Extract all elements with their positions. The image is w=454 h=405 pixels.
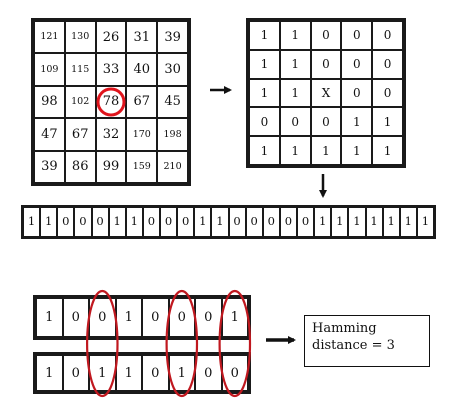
pixel-cell: 30	[158, 54, 187, 85]
code-bit-cell: 0	[161, 208, 177, 236]
binary-cell: 0	[373, 79, 402, 107]
pixel-cell: 40	[127, 54, 157, 85]
pixel-cell: 67	[65, 119, 95, 150]
binary-cell: 1	[250, 50, 279, 78]
pixel-cell: 86	[65, 151, 95, 182]
compare-a-bit: 0	[63, 299, 88, 336]
pixel-cell: 31	[127, 22, 157, 53]
binary-cell: 1	[250, 22, 279, 49]
code-bit-cell: 1	[400, 208, 416, 236]
pixel-cell: 47	[35, 119, 64, 150]
binary-cell: 0	[311, 22, 341, 49]
pixel-cell: 39	[35, 151, 64, 182]
binary-cell: 0	[250, 108, 279, 136]
binary-cell: 1	[280, 79, 310, 107]
binary-cell: 0	[373, 22, 402, 49]
pixel-cell: 115	[65, 54, 95, 85]
code-bit-cell: 1	[24, 208, 40, 236]
code-bit-cell: 0	[280, 208, 296, 236]
binary-cell: 1	[250, 79, 279, 107]
compare-a-bit: 1	[222, 299, 247, 336]
binary-cell: 1	[280, 50, 310, 78]
binary-cell: 0	[342, 22, 372, 49]
code-bit-cell: 1	[126, 208, 142, 236]
compare-b-bit: 0	[143, 356, 168, 390]
binary-cell: 0	[280, 108, 310, 136]
pixel-cell: 33	[96, 54, 126, 85]
pixel-cell: 32	[96, 119, 126, 150]
pixel-cell: 159	[127, 151, 157, 182]
code-bit-cell: 0	[246, 208, 262, 236]
code-bit-cell: 0	[92, 208, 108, 236]
binary-cell: 0	[311, 108, 341, 136]
pixel-cell: 210	[158, 151, 187, 182]
compare-a-bit: 0	[196, 299, 221, 336]
compare-b-bit: 1	[90, 356, 115, 390]
pixel-cell: 98	[35, 86, 64, 118]
code-bit-cell: 1	[383, 208, 399, 236]
pixel-cell: 198	[158, 119, 187, 150]
result-line-2: distance = 3	[312, 338, 395, 353]
pixel-cell: 99	[96, 151, 126, 182]
compare-a-bit: 1	[116, 299, 141, 336]
code-bit-cell: 1	[195, 208, 211, 236]
center-marker-cell: X	[311, 79, 341, 107]
compare-b-bit: 0	[222, 356, 247, 390]
code-bit-cell: 1	[41, 208, 57, 236]
code-bit-cell: 0	[229, 208, 245, 236]
compare-a-bit: 0	[90, 299, 115, 336]
compare-b-bit: 1	[37, 356, 62, 390]
pixel-cell: 67	[127, 86, 157, 118]
compare-a-bit: 0	[143, 299, 168, 336]
binary-cell: 1	[342, 137, 372, 164]
code-bit-cell: 0	[75, 208, 91, 236]
binary-cell: 0	[342, 79, 372, 107]
code-bit-cell: 0	[58, 208, 74, 236]
pixel-cell: 130	[65, 22, 95, 53]
pixel-cell: 39	[158, 22, 187, 53]
binary-cell: 0	[311, 50, 341, 78]
compare-a-bit: 1	[37, 299, 62, 336]
code-bit-cell: 0	[263, 208, 279, 236]
binary-cell: 1	[373, 137, 402, 164]
binary-cell: 1	[280, 137, 310, 164]
code-bit-cell: 1	[212, 208, 228, 236]
binary-cell: 1	[373, 108, 402, 136]
hamming-result-box: Hamming distance = 3	[304, 315, 430, 367]
pixel-cell: 102	[65, 86, 95, 118]
compare-b-bit: 1	[169, 356, 194, 390]
code-bit-cell: 1	[332, 208, 348, 236]
binary-cell: 1	[342, 108, 372, 136]
result-line-1: Hamming	[312, 321, 377, 336]
compare-b-bit: 0	[196, 356, 221, 390]
compare-b-bit: 0	[63, 356, 88, 390]
code-bit-cell: 1	[349, 208, 365, 236]
binary-cell: 1	[311, 137, 341, 164]
binary-cell: 0	[342, 50, 372, 78]
code-bit-cell: 1	[109, 208, 125, 236]
pixel-cell: 121	[35, 22, 64, 53]
pixel-cell: 170	[127, 119, 157, 150]
code-bit-cell: 1	[366, 208, 382, 236]
code-bit-cell: 0	[178, 208, 194, 236]
binary-cell: 1	[280, 22, 310, 49]
code-bit-cell: 1	[417, 208, 433, 236]
pixel-cell: 45	[158, 86, 187, 118]
binary-cell: 0	[373, 50, 402, 78]
binary-cell: 1	[250, 137, 279, 164]
pixel-cell: 26	[96, 22, 126, 53]
compare-b-bit: 1	[116, 356, 141, 390]
compare-a-bit: 0	[169, 299, 194, 336]
code-bit-cell: 0	[298, 208, 314, 236]
pixel-cell: 78	[96, 86, 126, 118]
code-bit-cell: 1	[315, 208, 331, 236]
code-bit-cell: 0	[143, 208, 159, 236]
pixel-cell: 109	[35, 54, 64, 85]
